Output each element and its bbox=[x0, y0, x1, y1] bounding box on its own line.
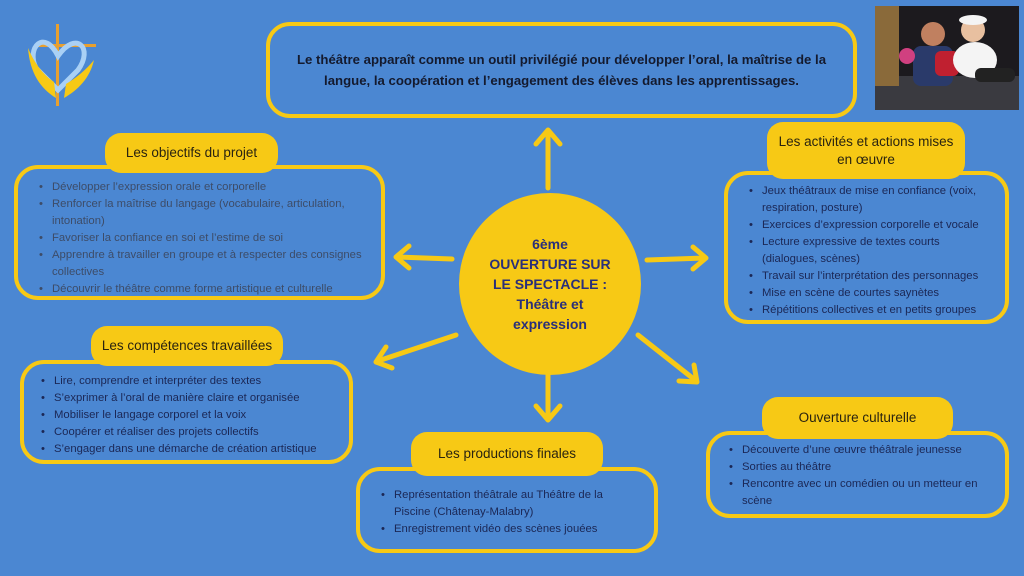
arrow-down-right bbox=[635, 332, 700, 385]
activites-box: Jeux théâtraux de mise en confiance (voi… bbox=[724, 171, 1009, 324]
list-item: Exercices d’expression corporelle et voc… bbox=[744, 217, 995, 234]
list-item: Enregistrement vidéo des scènes jouées bbox=[376, 521, 640, 538]
arrow-down bbox=[533, 367, 563, 423]
activites-list: Jeux théâtraux de mise en confiance (voi… bbox=[744, 183, 995, 319]
productions-title: Les productions finales bbox=[411, 432, 603, 476]
intro-statement: Le théâtre apparaît comme un outil privi… bbox=[296, 52, 827, 88]
list-item: Découvrir le théâtre comme forme artisti… bbox=[34, 281, 371, 298]
list-item: S’engager dans une démarche de création … bbox=[36, 441, 339, 458]
center-line: OUVERTURE SUR bbox=[489, 256, 611, 272]
competences-title: Les compétences travaillées bbox=[91, 326, 283, 366]
list-item: Lire, comprendre et interpréter des text… bbox=[36, 373, 339, 390]
objectifs-title: Les objectifs du projet bbox=[105, 133, 278, 173]
list-item: Jeux théâtraux de mise en confiance (voi… bbox=[744, 183, 995, 217]
list-item: Mobiliser le langage corporel et la voix bbox=[36, 407, 339, 424]
competences-list: Lire, comprendre et interpréter des text… bbox=[36, 373, 339, 458]
arrow-left bbox=[393, 243, 455, 271]
productions-list: Représentation théâtrale au Théâtre de l… bbox=[376, 487, 640, 538]
list-item: Lecture expressive de textes courts (dia… bbox=[744, 234, 995, 268]
logo-icon bbox=[28, 24, 96, 106]
arrow-up bbox=[533, 127, 563, 191]
arrow-down-left bbox=[373, 332, 459, 371]
list-item: Renforcer la maîtrise du langage (vocabu… bbox=[34, 196, 371, 230]
center-line: expression bbox=[513, 316, 587, 332]
theatre-photo bbox=[875, 6, 1019, 110]
center-line: Théâtre et bbox=[516, 296, 584, 312]
list-item: Favoriser la confiance en soi et l’estim… bbox=[34, 230, 371, 247]
list-item: Découverte d’une œuvre théâtrale jeuness… bbox=[724, 442, 991, 459]
activites-title: Les activités et actions mises en œuvre bbox=[767, 122, 965, 179]
center-line: 6ème bbox=[532, 236, 568, 252]
list-item: Mise en scène de courtes saynètes bbox=[744, 285, 995, 302]
list-item: Coopérer et réaliser des projets collect… bbox=[36, 424, 339, 441]
center-line: LE SPECTACLE : bbox=[492, 276, 608, 292]
objectifs-list: Développer l’expression orale et corpore… bbox=[34, 179, 371, 298]
list-item: Travail sur l’interprétation des personn… bbox=[744, 268, 995, 285]
list-item: Rencontre avec un comédien ou un metteur… bbox=[724, 476, 991, 510]
list-item: Apprendre à travailler en groupe et à re… bbox=[34, 247, 371, 281]
arrow-right bbox=[644, 244, 709, 272]
intro-statement-box: Le théâtre apparaît comme un outil privi… bbox=[266, 22, 857, 118]
competences-box: Lire, comprendre et interpréter des text… bbox=[20, 360, 353, 464]
ouverture-title: Ouverture culturelle bbox=[762, 397, 953, 439]
list-item: Répétitions collectives et en petits gro… bbox=[744, 302, 995, 319]
list-item: Sorties au théâtre bbox=[724, 459, 991, 476]
list-item: Représentation théâtrale au Théâtre de l… bbox=[376, 487, 640, 521]
center-topic: 6ème OUVERTURE SUR LE SPECTACLE : Théâtr… bbox=[459, 193, 641, 375]
ouverture-box: Découverte d’une œuvre théâtrale jeuness… bbox=[706, 431, 1009, 518]
list-item: S’exprimer à l’oral de manière claire et… bbox=[36, 390, 339, 407]
ouverture-list: Découverte d’une œuvre théâtrale jeuness… bbox=[724, 442, 991, 510]
list-item: Développer l’expression orale et corpore… bbox=[34, 179, 371, 196]
objectifs-box: Développer l’expression orale et corpore… bbox=[14, 165, 385, 300]
productions-box: Représentation théâtrale au Théâtre de l… bbox=[356, 467, 658, 553]
